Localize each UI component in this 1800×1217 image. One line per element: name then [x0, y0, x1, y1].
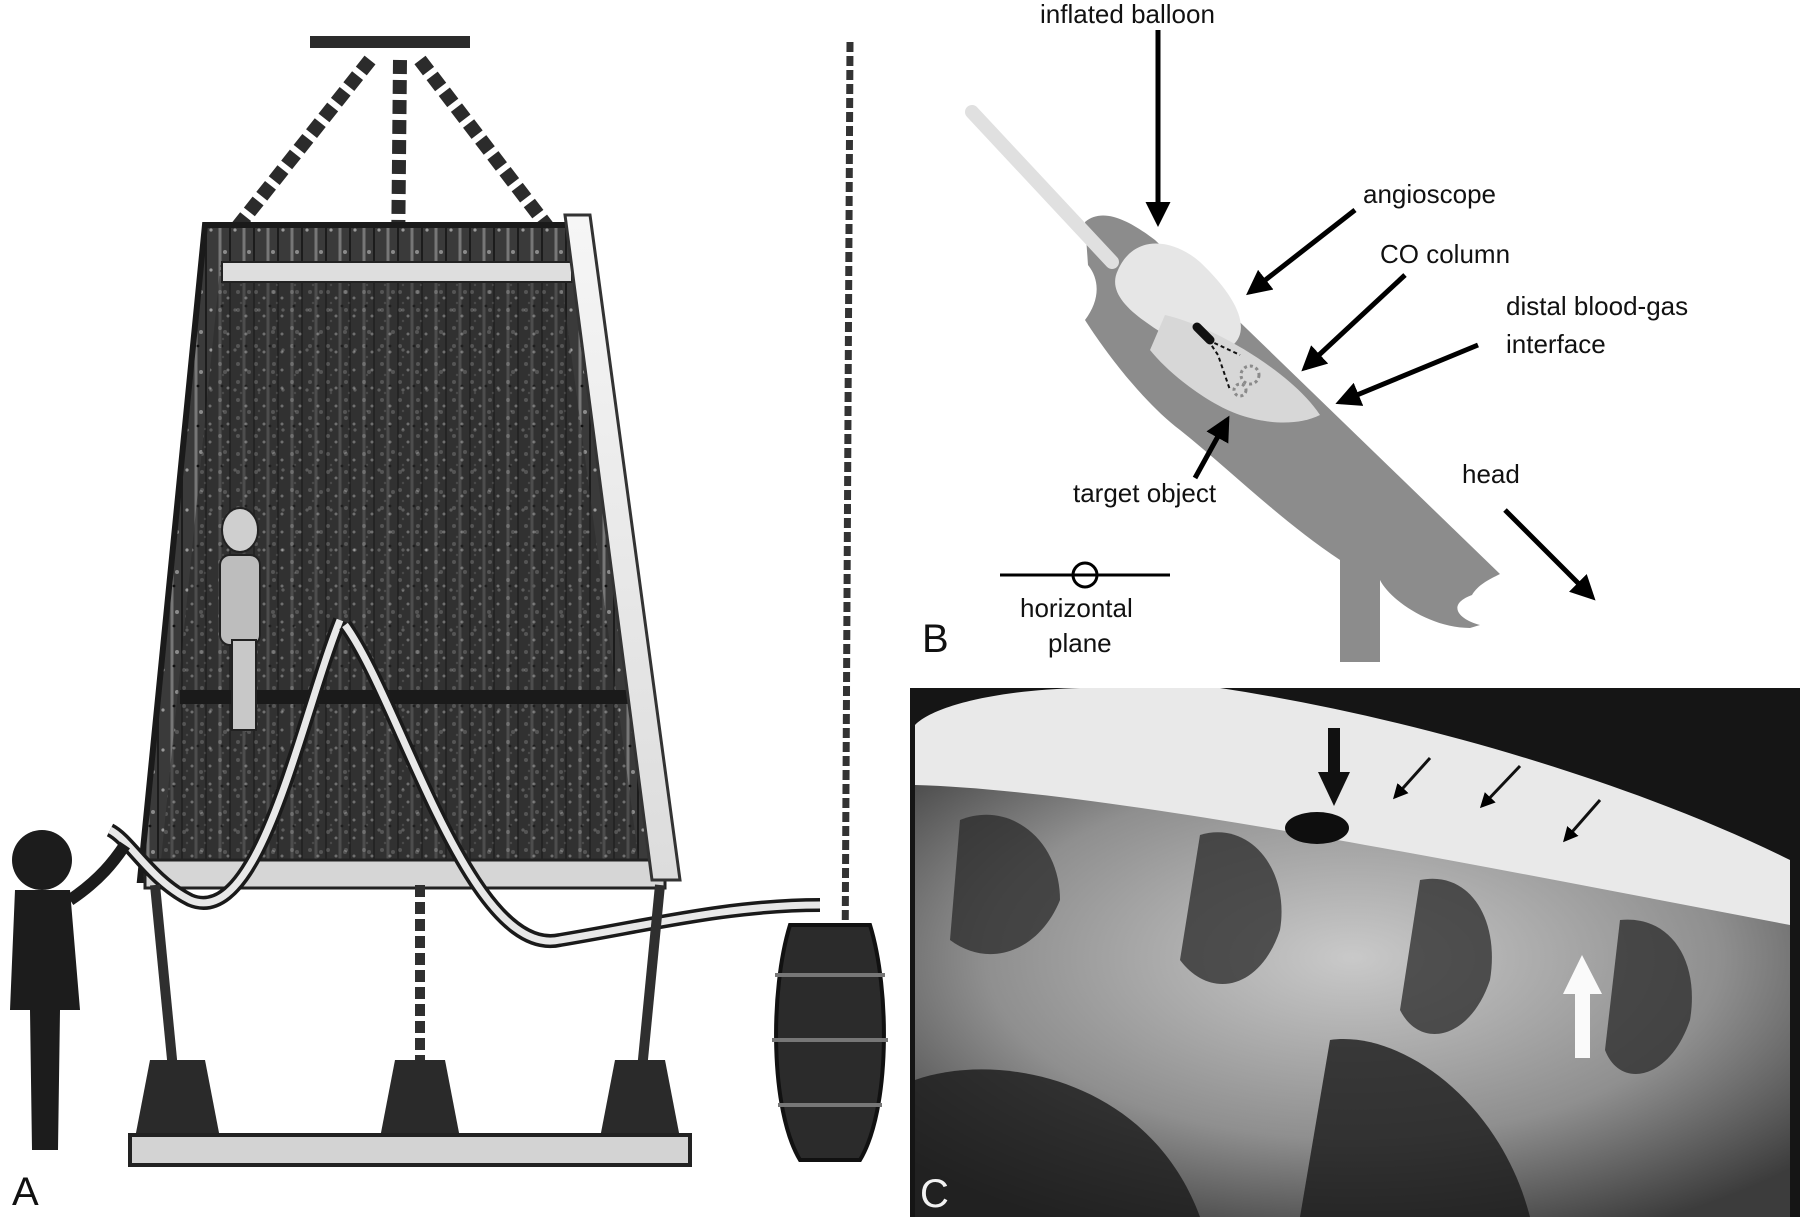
- rope-right: [841, 41, 854, 971]
- air-hose-left-highlight: [108, 618, 344, 907]
- divider-vertical: [888, 0, 910, 1217]
- big-black-arrow: [1318, 728, 1350, 806]
- air-barrel: [772, 923, 888, 1162]
- balloon-shadow: [1285, 812, 1349, 844]
- bell-top-band: [221, 261, 573, 283]
- label-inflated-balloon: inflated balloon: [1040, 0, 1215, 29]
- arrow-distal-interface: [1335, 342, 1479, 406]
- xray-body: [915, 785, 1790, 1217]
- label-horizontal-line2: plane: [1048, 628, 1112, 658]
- seated-diver-figure: [219, 507, 261, 731]
- co2-column: [1150, 315, 1320, 423]
- label-horizontal-line1: horizontal: [1020, 593, 1133, 623]
- view-cone: [1207, 339, 1241, 391]
- bell-mid-band: [180, 690, 640, 704]
- bell-side-post: [563, 213, 682, 882]
- lower-shadows: [915, 1039, 1530, 1217]
- thin-arrow-1: [1392, 756, 1432, 800]
- angioscope-tip: [1192, 322, 1215, 345]
- target-object: [1232, 364, 1261, 398]
- bell-bottom-band: [143, 858, 667, 890]
- panel-c-letter: C: [920, 1172, 949, 1216]
- panel-b-letter: B: [922, 617, 949, 661]
- base-platform: [128, 1133, 692, 1167]
- panel-c-radiograph: C: [910, 688, 1800, 1217]
- thin-arrow-3: [1563, 799, 1602, 843]
- thin-arrow-2: [1479, 764, 1522, 809]
- arrow-angioscope: [1246, 208, 1357, 296]
- weight-2: [380, 1060, 460, 1138]
- inflated-balloon: [1115, 243, 1241, 351]
- horizontal-plane-marker: [1071, 561, 1099, 589]
- weight-3: [600, 1060, 680, 1138]
- catheter: [965, 105, 1119, 269]
- arrow-head-direction: [1503, 508, 1596, 601]
- air-hose-right-highlight: [342, 622, 821, 945]
- support-line-1: [150, 884, 180, 1091]
- weight-1: [135, 1060, 220, 1138]
- label-head: head: [1462, 459, 1520, 489]
- panel-a-diving-bell: A: [0, 0, 888, 1217]
- bell-interior-shade: [160, 270, 640, 870]
- arrow-target-object: [1192, 415, 1230, 480]
- white-arrow: [1563, 955, 1602, 1058]
- label-angioscope: angioscope: [1363, 179, 1496, 209]
- arrow-co2-column: [1301, 273, 1407, 372]
- label-distal-interface-line2: interface: [1506, 329, 1606, 359]
- chain-right: [414, 55, 556, 235]
- standing-figure: [10, 830, 130, 1150]
- panel-b-schematic: inflated balloon angioscope CO column di…: [922, 0, 1688, 662]
- panel-a-letter: A: [12, 1170, 39, 1214]
- support-line-3: [635, 884, 665, 1091]
- vertebrae-shadows: [950, 814, 1692, 1074]
- label-target-object: target object: [1073, 478, 1217, 508]
- label-co2-column: CO column: [1380, 239, 1510, 269]
- label-distal-interface-line1: distal blood-gas: [1506, 291, 1688, 321]
- chain-left: [229, 55, 376, 235]
